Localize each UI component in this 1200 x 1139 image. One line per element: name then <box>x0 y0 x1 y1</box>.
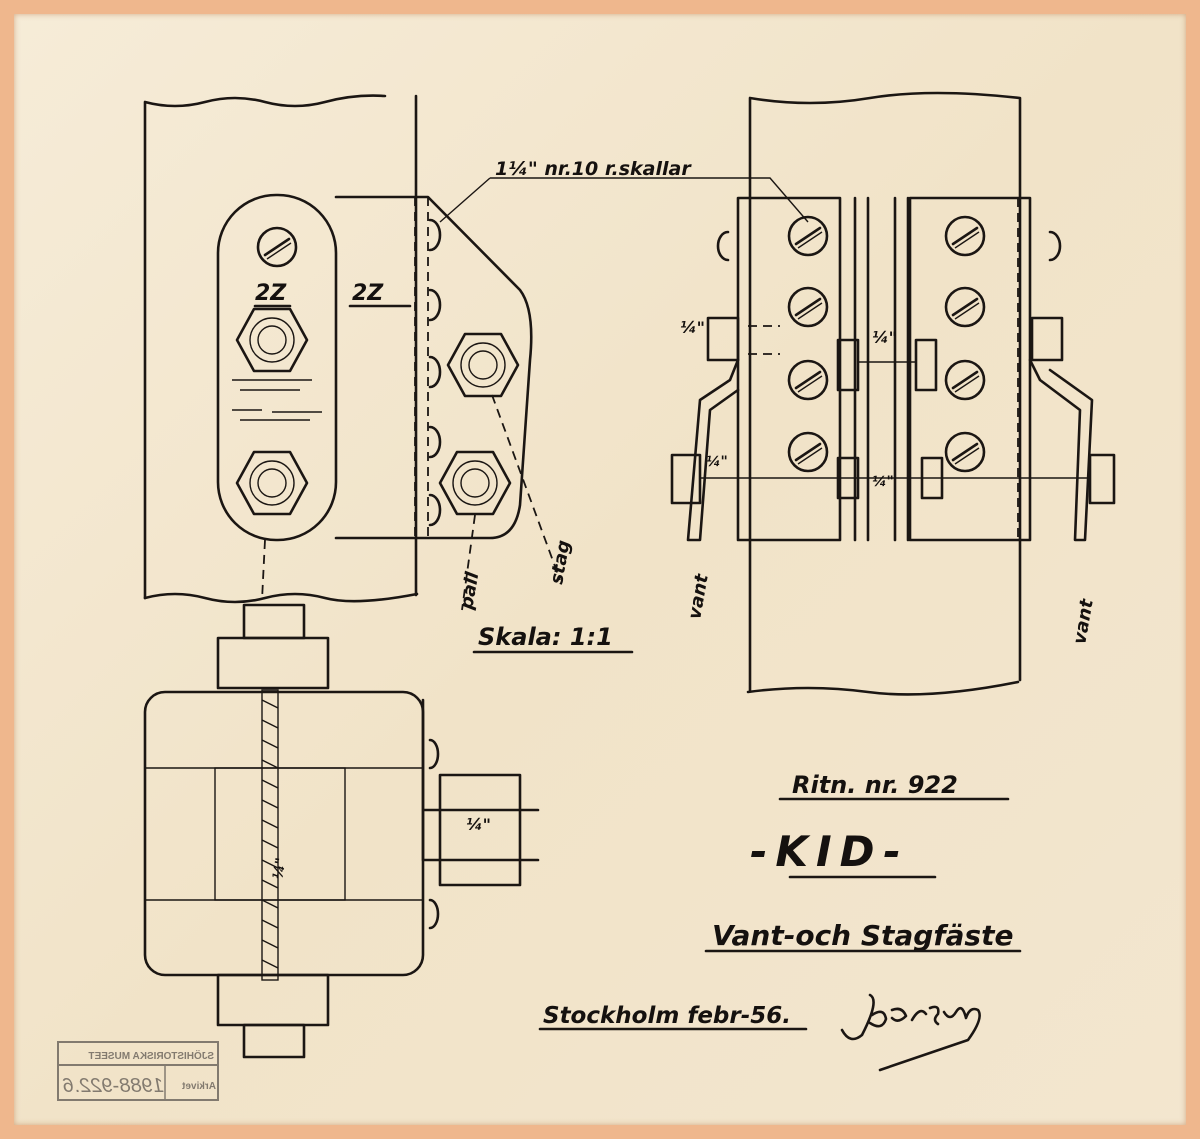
stag-label: stag <box>546 538 574 585</box>
drawing-number: Ritn. nr. 922 <box>792 771 958 799</box>
pall-label: pall <box>456 570 483 612</box>
stamp-archive-label: Arkivet <box>181 1081 216 1092</box>
screw-note: 1¼" nr.10 r.skallar <box>495 158 692 180</box>
dimension-label: 2Z <box>255 281 287 306</box>
dimension-label: 2Z <box>352 281 384 306</box>
signature <box>840 993 981 1072</box>
place-date: Stockholm febr-56. <box>543 1003 791 1029</box>
scale-label: Skala: 1:1 <box>478 623 613 651</box>
bolt-label: ¼" <box>466 815 491 834</box>
stamp-museum: SJÖHISTORISKA MUSEET <box>88 1049 214 1062</box>
front-view <box>670 91 1116 696</box>
vant-label: vant <box>684 571 713 621</box>
drawing-title: -KID- <box>750 827 909 876</box>
section-view <box>143 603 540 1059</box>
side-view <box>143 94 561 611</box>
stamp-archive-number: 1988-922.6 <box>62 1075 164 1097</box>
drawing-subtitle: Vant-och Stagfäste <box>712 919 1013 952</box>
bolt-label: ¼" <box>872 328 897 347</box>
bolt-label: ¼" <box>270 856 290 880</box>
bolt-label: ¼" <box>680 318 705 337</box>
bolt-label: ¼" <box>872 474 894 490</box>
vant-label: vant <box>1069 596 1098 646</box>
archive-stamp: SJÖHISTORISKA MUSEET Arkivet 1988-922.6 <box>57 1041 219 1101</box>
bolt-label: ¼" <box>706 454 728 470</box>
